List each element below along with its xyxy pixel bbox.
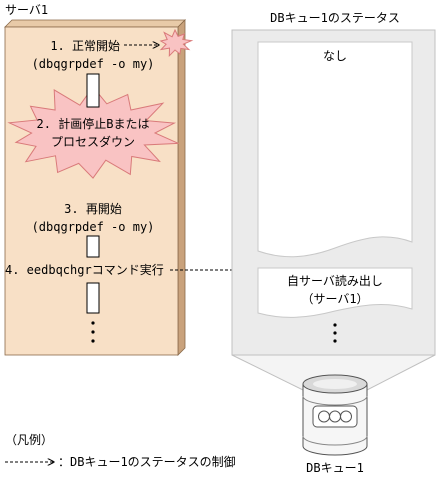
status-state-own-server-read (257, 267, 413, 318)
legend-title: （凡例） (5, 433, 53, 447)
status-panel-title: DBキュー1のステータス (270, 11, 400, 25)
database-cylinder-icon (302, 374, 368, 456)
process-running-bar-1 (86, 73, 100, 108)
step-2-label: 2. 計画停止Bまたは (37, 116, 150, 131)
server-continuation-dots (91, 321, 95, 343)
status-state-own-server-read-label: 自サーバ読み出し (287, 273, 383, 288)
process-running-bar-2 (86, 235, 100, 258)
status-continuation-dots (333, 323, 337, 343)
step-4-label: 4. eedbqchgrコマンド実行 (5, 262, 164, 277)
step-1-label: 1. 正常開始 (50, 39, 120, 53)
step-1-command: (dbqgrpdef -o my) (32, 57, 155, 71)
status-state-own-server-read-sublabel: （サーバ1） (301, 292, 368, 306)
step-3-label: 3. 再開始 (64, 202, 122, 216)
status-state-none (257, 41, 413, 258)
server-1: サーバ1 1. 正常開始 (dbqgrpdef -o my) 2. 計画停止Bま… (4, 3, 257, 356)
step-3-command: (dbqgrpdef -o my) (32, 220, 155, 234)
server-box-top (4, 19, 186, 28)
server-box-side (177, 19, 186, 356)
step-2-label-line2: プロセスダウン (51, 134, 135, 149)
failure-burst-icon (7, 86, 179, 179)
process-running-bar-3 (86, 282, 100, 314)
legend-dashed-arrow-meaning: ：DBキュー1のステータスの制御 (58, 454, 236, 469)
status-state-none-label: なし (323, 49, 347, 63)
server-title: サーバ1 (5, 3, 48, 17)
legend: （凡例） ：DBキュー1のステータスの制御 (5, 433, 236, 469)
failure-burst-small-icon (159, 28, 194, 58)
status-panel: DBキュー1のステータス なし 自サーバ読み出し （サーバ1） (231, 11, 436, 391)
database-label: DBキュー1 (306, 461, 364, 475)
